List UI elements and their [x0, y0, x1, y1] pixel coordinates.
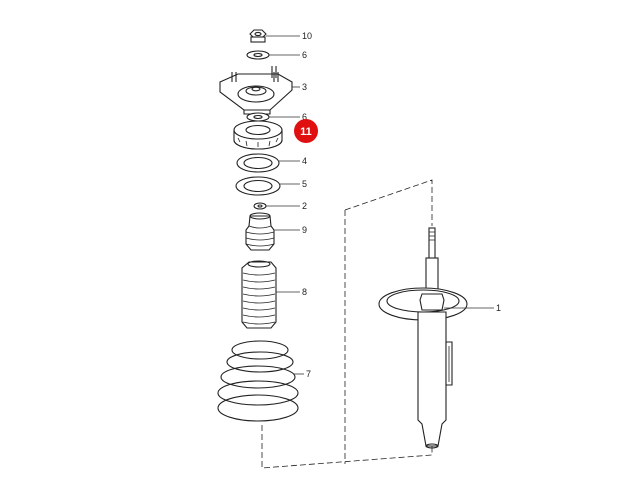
part-label-7: 7	[306, 369, 311, 379]
highlight-badge-circle	[294, 119, 318, 143]
part-9-bump-stop[interactable]	[245, 212, 275, 251]
part-label-5: 5	[302, 179, 307, 189]
part-label-8: 8	[302, 287, 307, 297]
highlight-badge-11[interactable]: 11	[294, 119, 318, 143]
part-5-spring-pad[interactable]	[235, 176, 281, 196]
part-1-strut[interactable]	[378, 227, 468, 449]
part-label-6-bottom: 6	[302, 112, 307, 122]
assembly-dashed-bracket	[261, 179, 433, 469]
highlight-badge-label: 11	[300, 126, 312, 138]
part-7-coil-spring[interactable]	[217, 340, 299, 422]
part-8-dust-boot[interactable]	[241, 260, 277, 329]
part-label-4: 4	[302, 156, 307, 166]
part-6-washer-top[interactable]	[246, 50, 270, 60]
part-6-washer-bottom[interactable]	[246, 112, 270, 122]
part-label-1: 1	[496, 303, 501, 313]
part-label-3: 3	[302, 82, 307, 92]
part-label-10: 10	[302, 31, 312, 41]
part-3-strut-mount[interactable]	[219, 66, 293, 115]
part-label-9: 9	[302, 225, 307, 235]
part-label-6-top: 6	[302, 50, 307, 60]
part-10-nut[interactable]	[249, 29, 267, 43]
part-label-2: 2	[302, 201, 307, 211]
part-4-spring-seat[interactable]	[236, 153, 280, 173]
part-11-bearing[interactable]	[233, 120, 283, 150]
part-2-nut[interactable]	[253, 202, 267, 210]
